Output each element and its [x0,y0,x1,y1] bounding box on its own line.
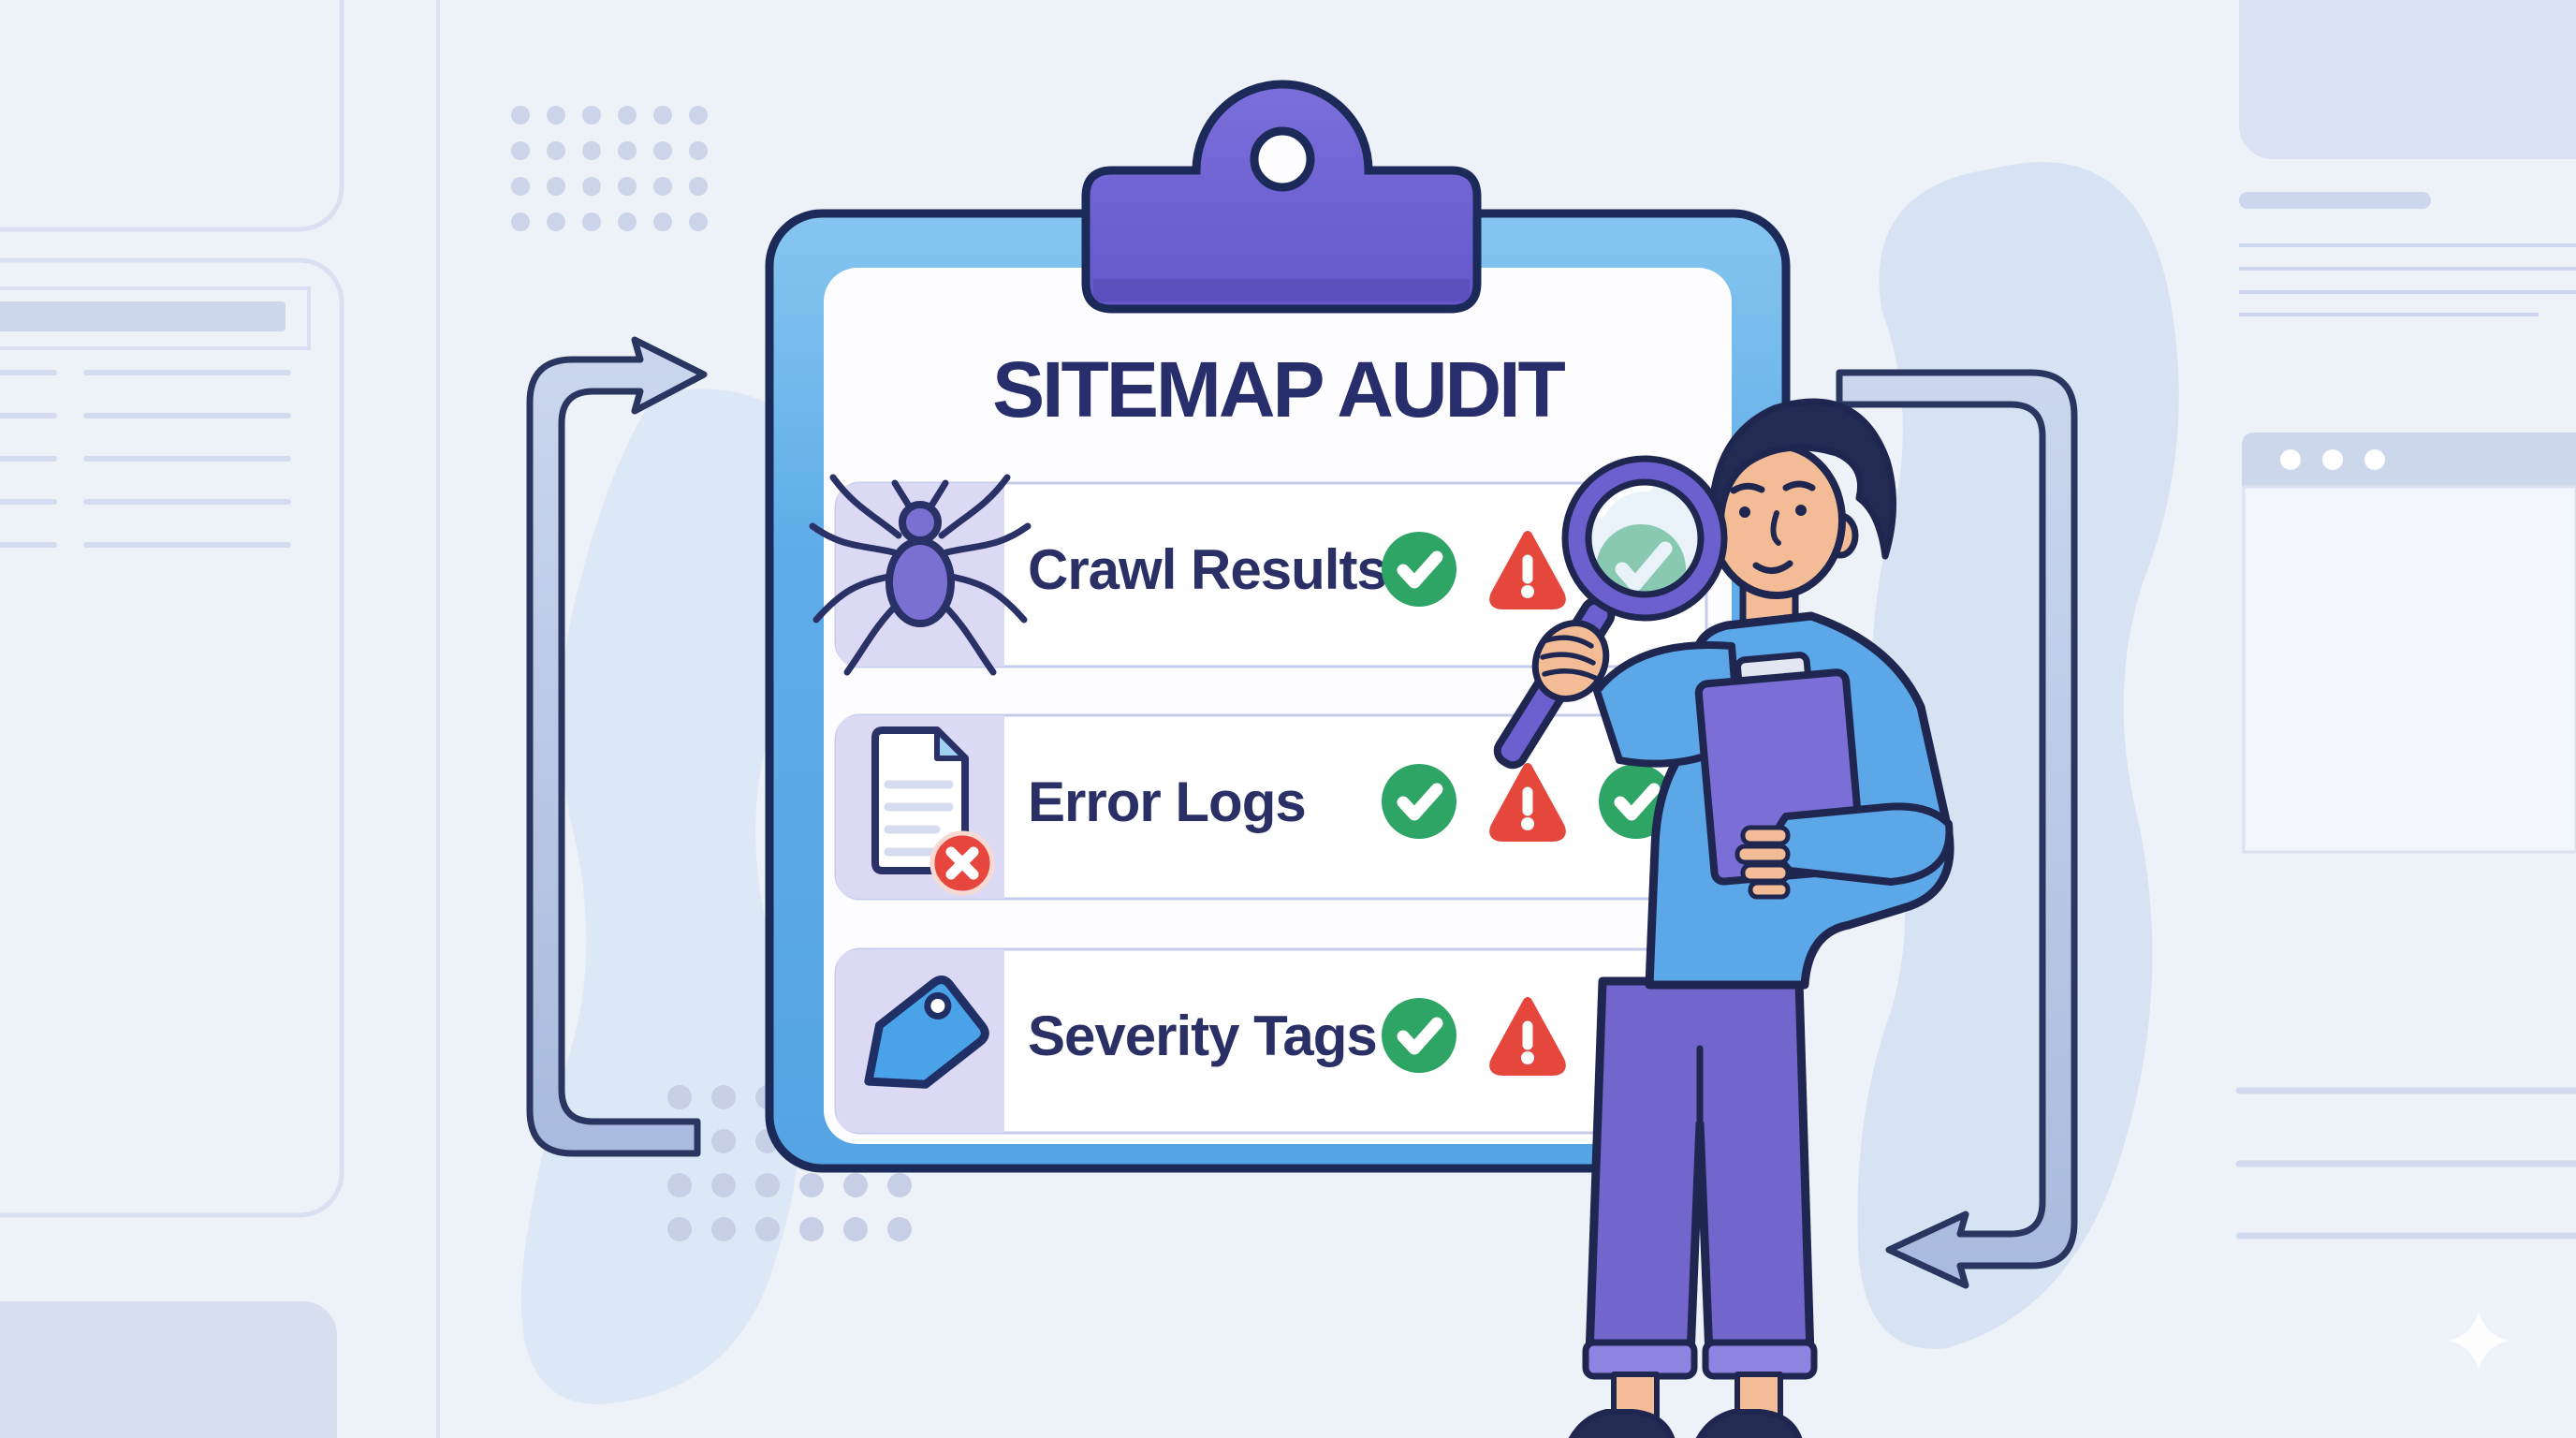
window-dot [2364,449,2385,470]
spider-icon [809,474,1032,676]
clipboard-clip [1081,80,1482,314]
error-document-icon [871,726,995,896]
status-pass-icon [1382,764,1456,839]
auditor-person [1568,398,1954,1438]
loop-arrow-left [526,336,708,1157]
background-blob-right [1857,162,2179,1349]
background-wireframe-right [2235,0,2576,1371]
checklist-row-error-logs: Error Logs [834,713,1708,901]
row-label: Error Logs [1028,770,1306,833]
shoe [1568,1409,1676,1438]
shoe [1695,1409,1803,1438]
eye [1739,506,1750,518]
severity-tag-icon [864,976,989,1089]
status-pass-icon [1382,532,1456,607]
checklist: Crawl Results Error Logs [809,474,1708,1135]
checklist-row-crawl-results: Crawl Results [809,474,1708,676]
row-label: Crawl Results [1028,538,1387,601]
eye [1795,505,1807,516]
sparkle-icon [2449,1311,2509,1371]
hand [1734,825,1791,900]
magnifying-glass-icon [1493,455,1728,770]
checklist-row-severity-tags: Severity Tags [834,947,1708,1135]
row-label: Severity Tags [1028,1005,1377,1067]
browser-window-sketch [2242,433,2576,854]
clip-hole [1250,126,1315,192]
background-wireframe-left [0,0,440,1438]
hair [1707,398,1897,560]
loop-arrow-right [1836,369,2078,1289]
status-pass-icon [1382,998,1456,1073]
dot-grid-top [511,106,708,231]
window-dot [2322,449,2343,470]
window-dot [2280,449,2301,470]
page-title: SITEMAP AUDIT [992,345,1565,433]
